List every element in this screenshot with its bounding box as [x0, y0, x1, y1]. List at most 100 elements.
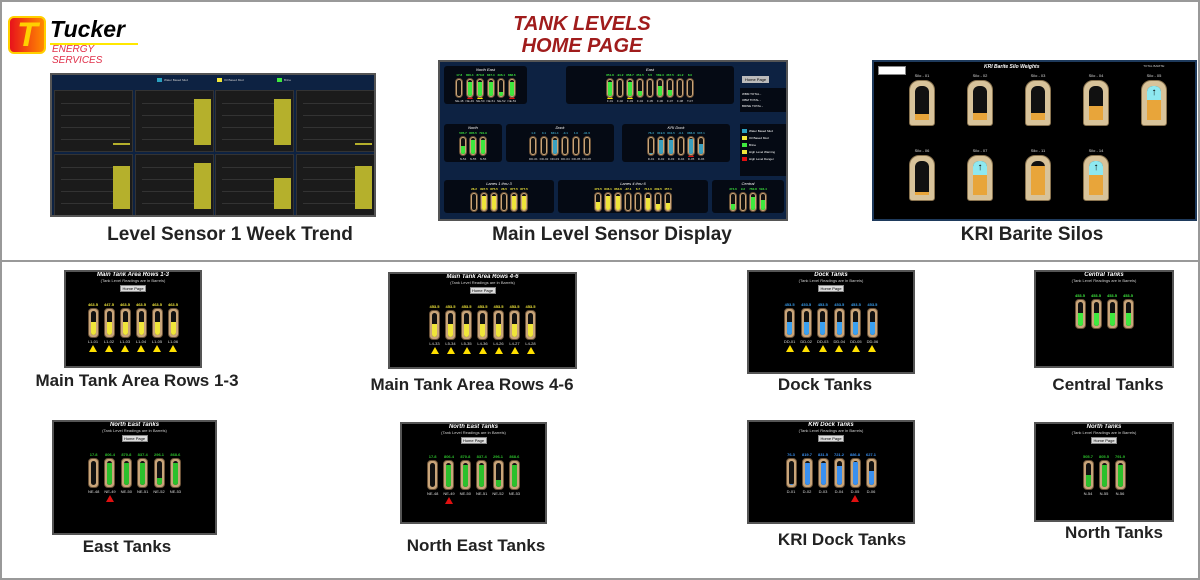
kri-barite-silos-link[interactable]: KRI Barite Silos — [960, 224, 1104, 245]
tank-body — [470, 192, 478, 212]
east-tanks-thumbnail[interactable]: North East Tanks(Tank Level Readings are… — [52, 420, 217, 535]
tank-fill — [669, 139, 673, 154]
tank-interior — [626, 194, 630, 210]
thumb-subtitle: (Tank Level Readings are in Barrels) — [102, 428, 167, 433]
home-page-button[interactable]: Home Page — [818, 285, 844, 292]
tank: 9.2 — [739, 187, 747, 212]
tank-interior — [531, 138, 536, 154]
tank-value: 453.5 — [784, 302, 795, 307]
home-page-button[interactable]: Home Page — [1091, 437, 1117, 444]
north-tanks-thumbnail[interactable]: North Tanks(Tank Level Readings are in B… — [1034, 422, 1174, 522]
warning-icon — [526, 347, 535, 354]
tank-label: F-04 — [636, 99, 644, 103]
tank-label: D-05 — [850, 489, 860, 494]
tank-label: DD-04 — [833, 339, 846, 344]
tank-body — [833, 458, 845, 488]
trend-bar — [193, 99, 211, 145]
rows-1-3-link[interactable]: Main Tank Area Rows 1-3 — [35, 371, 239, 390]
tank-interior — [761, 194, 765, 210]
home-page-button[interactable]: Home Page — [818, 435, 844, 442]
silo-interior: ↑ — [1089, 161, 1103, 195]
tank-value: 453.5 — [834, 302, 845, 307]
home-page-button[interactable]: Home Page — [121, 435, 148, 442]
home-page-button[interactable]: Home Page — [742, 76, 770, 83]
central-tanks-thumbnail[interactable]: Central Tanks(Tank Level Readings are in… — [1034, 270, 1174, 368]
rows-1-3-thumbnail[interactable]: Main Tank Area Rows 1-3(Tank Level Readi… — [64, 270, 202, 368]
tank: 6.7 — [634, 187, 642, 212]
tank-interior — [606, 194, 610, 210]
tank-value: 870.8 — [121, 452, 132, 457]
tank-body — [510, 192, 518, 212]
level-sensor-trend-link[interactable]: Level Sensor 1 Week Trend — [107, 224, 353, 245]
dock-tanks-link[interactable]: Dock Tanks — [777, 375, 873, 394]
tank-fill — [481, 139, 485, 154]
gridline — [141, 115, 211, 116]
tank-label: D-03 — [818, 489, 828, 494]
tank-label: DD-02 — [539, 157, 549, 161]
tank-label: NE-51 — [137, 489, 149, 494]
warning-icon — [802, 345, 811, 352]
central-tanks-link[interactable]: Central Tanks — [1052, 375, 1164, 394]
trend-panel — [54, 154, 133, 215]
gridline — [222, 179, 291, 180]
tank-body — [476, 460, 488, 490]
tank-body — [657, 136, 665, 156]
kri-dock-tanks-thumbnail[interactable]: KRI Dock Tanks(Tank Level Readings are i… — [747, 420, 915, 524]
north-tanks-link[interactable]: North Tanks — [1065, 523, 1163, 542]
gridline — [61, 191, 130, 192]
tank-fill — [482, 195, 486, 210]
kri-dock-tanks-link[interactable]: KRI Dock Tanks — [777, 530, 907, 549]
trend-bar — [113, 142, 130, 145]
tank-body — [634, 192, 642, 212]
tank-fill — [803, 321, 809, 335]
tank-value: 453.5 — [1090, 293, 1101, 298]
tank-label: NE-49 — [104, 489, 116, 494]
tank-fill — [646, 198, 650, 210]
tank-interior — [472, 194, 476, 210]
tank-label: NE-49 — [443, 491, 455, 496]
tank-value: 6.7 — [635, 187, 641, 191]
tank-body — [151, 308, 163, 338]
east-tanks-link[interactable]: East Tanks — [82, 537, 172, 556]
silo-fill — [915, 113, 929, 120]
logo-name: Tucker — [50, 16, 138, 45]
tank-interior — [172, 461, 178, 485]
warning-icon — [510, 347, 519, 354]
dock-tanks-thumbnail[interactable]: Dock Tanks(Tank Level Readings are in Ba… — [747, 270, 915, 374]
tank-interior — [659, 138, 663, 154]
silo-label: Silo - 04 — [1088, 73, 1104, 78]
main-level-sensor-link[interactable]: Main Level Sensor Display — [492, 224, 732, 245]
home-page-button[interactable]: Home Page — [120, 285, 146, 292]
tank-interior — [552, 138, 557, 154]
rows-4-6-thumbnail[interactable]: Main Tank Area Rows 4-6(Tank Level Readi… — [388, 272, 577, 369]
trend-panel — [54, 90, 133, 152]
tank-interior — [488, 80, 493, 96]
tank-label: L5-34 — [445, 341, 456, 346]
silo-body — [967, 80, 993, 126]
gridline — [61, 103, 130, 104]
logo-mark-icon — [8, 16, 46, 55]
tank-fill — [596, 202, 600, 210]
north-east-tanks-link[interactable]: North East Tanks — [406, 536, 546, 555]
home-page-button[interactable]: Home Page — [460, 437, 487, 444]
north-east-tanks-thumbnail[interactable]: North East Tanks(Tank Level Readings are… — [400, 422, 547, 524]
rows-4-6-link[interactable]: Main Tank Area Rows 4-6 — [370, 375, 574, 394]
tank-fill — [659, 139, 663, 154]
tank-fill — [820, 463, 826, 485]
home-page-button[interactable]: Home Page — [469, 287, 496, 294]
silo-label: Silo - 06 — [914, 148, 930, 153]
